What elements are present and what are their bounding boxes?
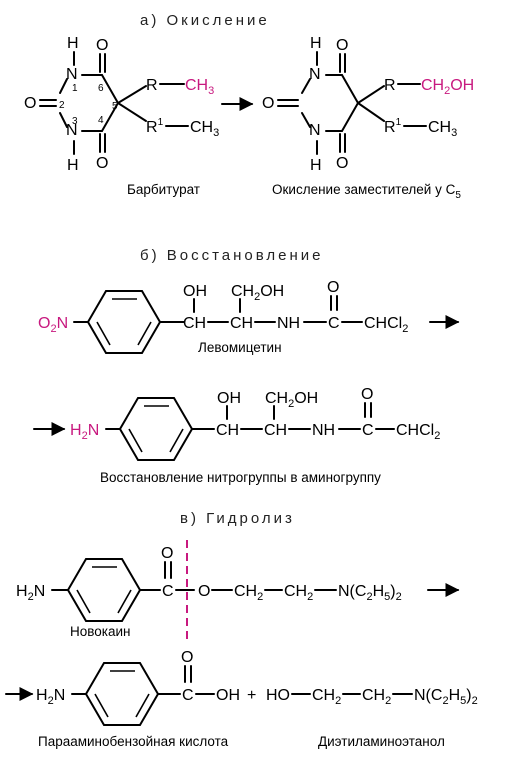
oxidized-product-structure: H N N H O O O R CH2OH R1 CH3 [262, 35, 474, 174]
group-ch2: CH2 [284, 583, 313, 603]
atom-o6: O [96, 37, 108, 54]
caption-levomycetin: Левомицетин [198, 340, 282, 355]
group-diethylamino: N(C2H5)2 [414, 687, 478, 707]
group-h2n: H2N [16, 583, 45, 603]
group-h2n: H2N [36, 687, 65, 707]
atom-c: C [182, 687, 194, 704]
atom-n3: N [66, 122, 78, 139]
atom-n: N [309, 66, 321, 83]
group-chcl2: CHCl2 [396, 422, 440, 442]
group-nh: NH [277, 315, 300, 332]
group-ch2oh: CH2OH [265, 390, 318, 410]
section-title-reduction: б) Восстановление [140, 247, 324, 264]
caption-diethylaminoethanol: Диэтиламиноэтанол [318, 734, 445, 749]
ring-number-3: 3 [72, 116, 78, 127]
group-ch3-highlight: CH3 [185, 77, 214, 97]
aminolevomycetin-structure: H2N CH OH CH CH2OH NH C O CHCl2 [33, 386, 440, 461]
atom-ch: CH [216, 422, 239, 439]
ring-number-4: 4 [98, 115, 104, 126]
barbiturate-structure: H N 1 N 3 H O 2 O 6 O 4 5 R CH3 R1 CH3 [24, 35, 219, 174]
atom-o: O [327, 279, 339, 296]
ring-number-2: 2 [59, 100, 65, 111]
caption-nitro-reduction: Восстановление нитрогруппы в аминогруппу [100, 470, 381, 485]
atom-c: C [328, 315, 340, 332]
atom-h: H [67, 157, 79, 174]
group-h2n-highlight: H2N [70, 422, 99, 442]
group-ch3: CH3 [190, 119, 219, 139]
plus-sign: + [247, 687, 256, 704]
atom-h: H [310, 157, 322, 174]
caption-barbiturate: Барбитурат [127, 182, 200, 197]
atom-ch: CH [264, 422, 287, 439]
caption-paba: Парааминобензойная кислота [38, 734, 229, 749]
atom-o4: O [96, 155, 108, 172]
ring-number-6: 6 [98, 83, 104, 94]
atom-o: O [262, 95, 274, 112]
group-nh: NH [312, 422, 335, 439]
group-oh: OH [217, 390, 241, 407]
group-diethylamino: N(C2H5)2 [338, 583, 402, 603]
atom-ch: CH [183, 315, 206, 332]
group-ch2oh-highlight: CH2OH [421, 77, 474, 97]
ring-number-5: 5 [112, 101, 118, 112]
atom-h: H [310, 35, 322, 52]
novocaine-structure: H2N C O O CH2 CH2 N(C2H5)2 [16, 545, 460, 622]
atom-ch: CH [230, 315, 253, 332]
atom-n: N [309, 122, 321, 139]
atom-r1: R1 [146, 117, 164, 136]
group-chcl2: CHCl2 [364, 315, 408, 335]
atom-o: O [361, 386, 373, 403]
section-title-hydrolysis: в) Гидролиз [180, 510, 295, 527]
group-o2n-highlight: O2N [38, 315, 68, 335]
group-ho: HO [266, 687, 290, 704]
atom-o2: O [24, 95, 36, 112]
group-ch2oh: CH2OH [231, 283, 284, 303]
atom-o: O [181, 649, 193, 666]
caption-novocaine: Новокаин [70, 624, 131, 639]
atom-h: H [67, 35, 79, 52]
atom-r: R [146, 77, 158, 94]
atom-o: O [161, 545, 173, 562]
hydrolysis-products: H2N C O OH + HO CH2 CH2 N(C2H5)2 [5, 649, 478, 726]
atom-c: C [362, 422, 374, 439]
section-title-oxidation: а) Окисление [140, 12, 270, 29]
atom-n1: N [66, 66, 78, 83]
group-oh: OH [183, 283, 207, 300]
group-ch2: CH2 [362, 687, 391, 707]
atom-c: C [162, 583, 174, 600]
caption-substituent-oxidation: Окисление заместителей у С5 [272, 182, 461, 201]
ring-number-1: 1 [72, 83, 78, 94]
group-ch3: CH3 [428, 119, 457, 139]
group-ch2: CH2 [234, 583, 263, 603]
atom-o-ester: O [198, 583, 210, 600]
group-ch2: CH2 [312, 687, 341, 707]
atom-o: O [336, 37, 348, 54]
atom-r: R [384, 77, 396, 94]
levomycetin-structure: O2N CH OH CH CH2OH NH C O CHCl2 [38, 279, 408, 354]
atom-r1: R1 [384, 117, 402, 136]
atom-o: O [336, 155, 348, 172]
group-oh: OH [216, 687, 240, 704]
